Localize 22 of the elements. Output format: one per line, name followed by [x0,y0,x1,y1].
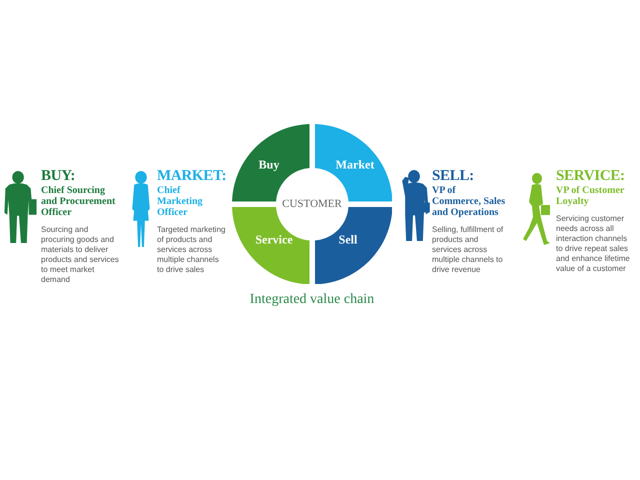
description: Selling, fulfillment of products and services across multiple channels to drive revenue [432,225,504,275]
ring-segment [314,124,392,202]
ring-segment [232,124,310,202]
caption: Integrated value chain [250,292,374,308]
segment-label: Market [336,158,374,172]
segment-label: Buy [258,158,280,172]
segment-label: Service [255,232,293,248]
job-title: VP of Customer Loyalty [556,185,626,207]
role-heading: SELL: [432,168,475,184]
segment-label: Sell [338,232,358,248]
description: Sourcing and procuring goods and materials to deliver products and services to meet market demand [41,225,120,285]
role-heading: SERVICE: [556,168,626,184]
role-heading: BUY: [41,168,76,184]
job-title: Chief Sourcing and Procurement Officer [41,185,116,218]
job-title: Chief Marketing Officer [157,185,204,218]
ring-segment [232,206,310,284]
role-heading: MARKET: [157,168,227,184]
description: Targeted marketing of products and services across multiple channels to drive sales [157,225,226,275]
ring-segment [314,206,392,284]
description: Servicing customer needs across all interaction channels to drive repeat sales and enhance lifetime value of a customer [556,214,631,274]
job-title: VP of Commerce, Sales and Operations [432,185,506,218]
center-label: CUSTOMER [282,198,342,210]
